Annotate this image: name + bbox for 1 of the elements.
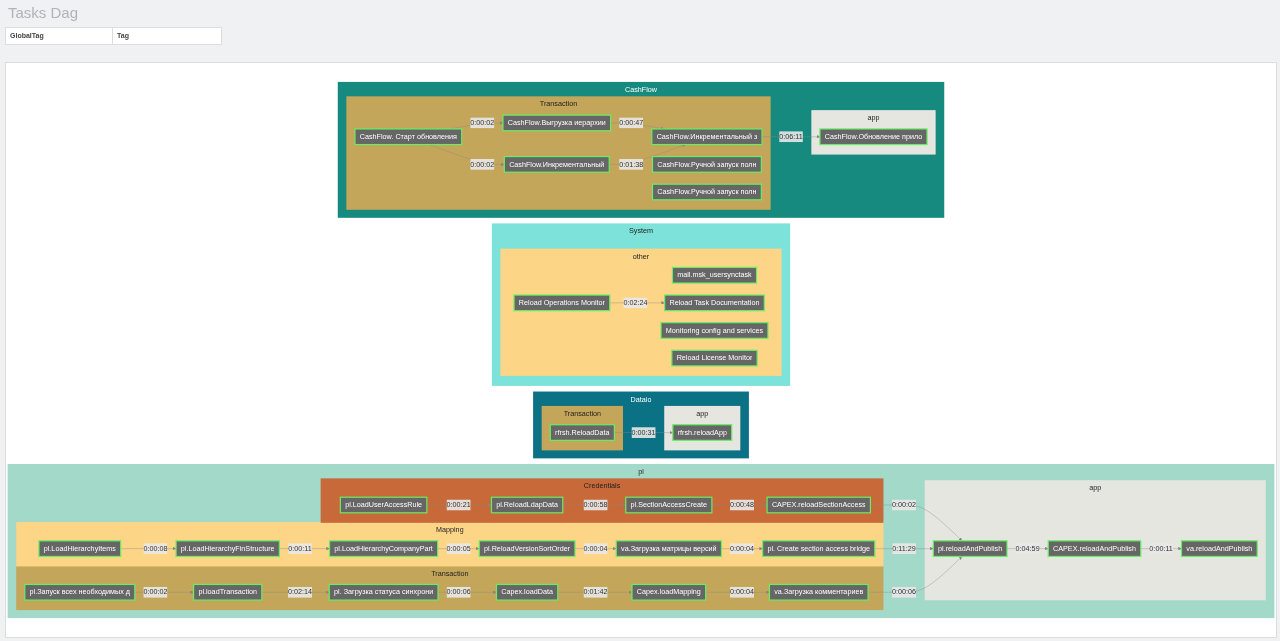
page-title: Tasks Dag [8, 4, 79, 21]
